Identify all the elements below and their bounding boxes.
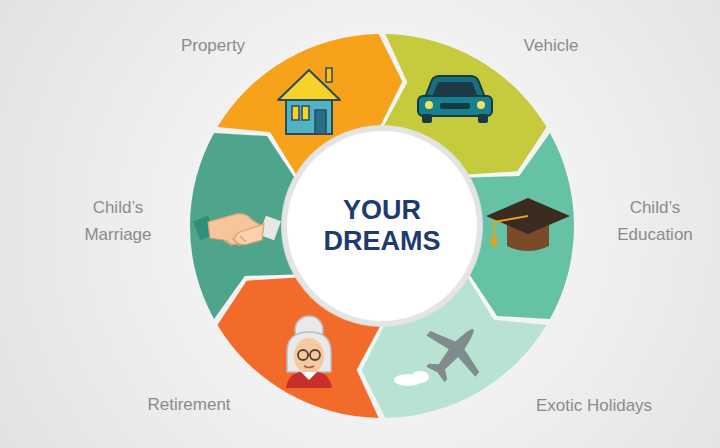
goal-label: Retirement: [147, 391, 230, 418]
handshake-icon: [193, 214, 281, 246]
segment-label: Child’s Marriage: [68, 194, 168, 248]
center-circle: YOUR DREAMS: [287, 131, 477, 321]
segment-label: Retirement: [147, 391, 230, 418]
goal-label: Property: [181, 32, 245, 59]
house-icon: [278, 68, 340, 134]
goal-label: Exotic Holidays: [536, 392, 652, 419]
graduation-cap-icon: [486, 198, 570, 251]
airplane-icon: [394, 309, 498, 395]
center-title: YOUR DREAMS: [307, 195, 457, 257]
goal-label: Vehicle: [524, 32, 579, 59]
arrow-segment: [190, 133, 295, 319]
goal-label: Child’s Marriage: [68, 194, 168, 248]
car-icon: [418, 76, 492, 123]
arrow-ring: [190, 34, 574, 418]
grandmother-icon: [286, 316, 332, 388]
segment-label: Child’s Education: [605, 194, 705, 248]
segment-label: Vehicle: [524, 32, 579, 59]
segment-label: Property: [181, 32, 245, 59]
segment-label: Exotic Holidays: [536, 392, 652, 419]
goal-label: Child’s Education: [605, 194, 705, 248]
arrow-segment: [469, 133, 574, 319]
